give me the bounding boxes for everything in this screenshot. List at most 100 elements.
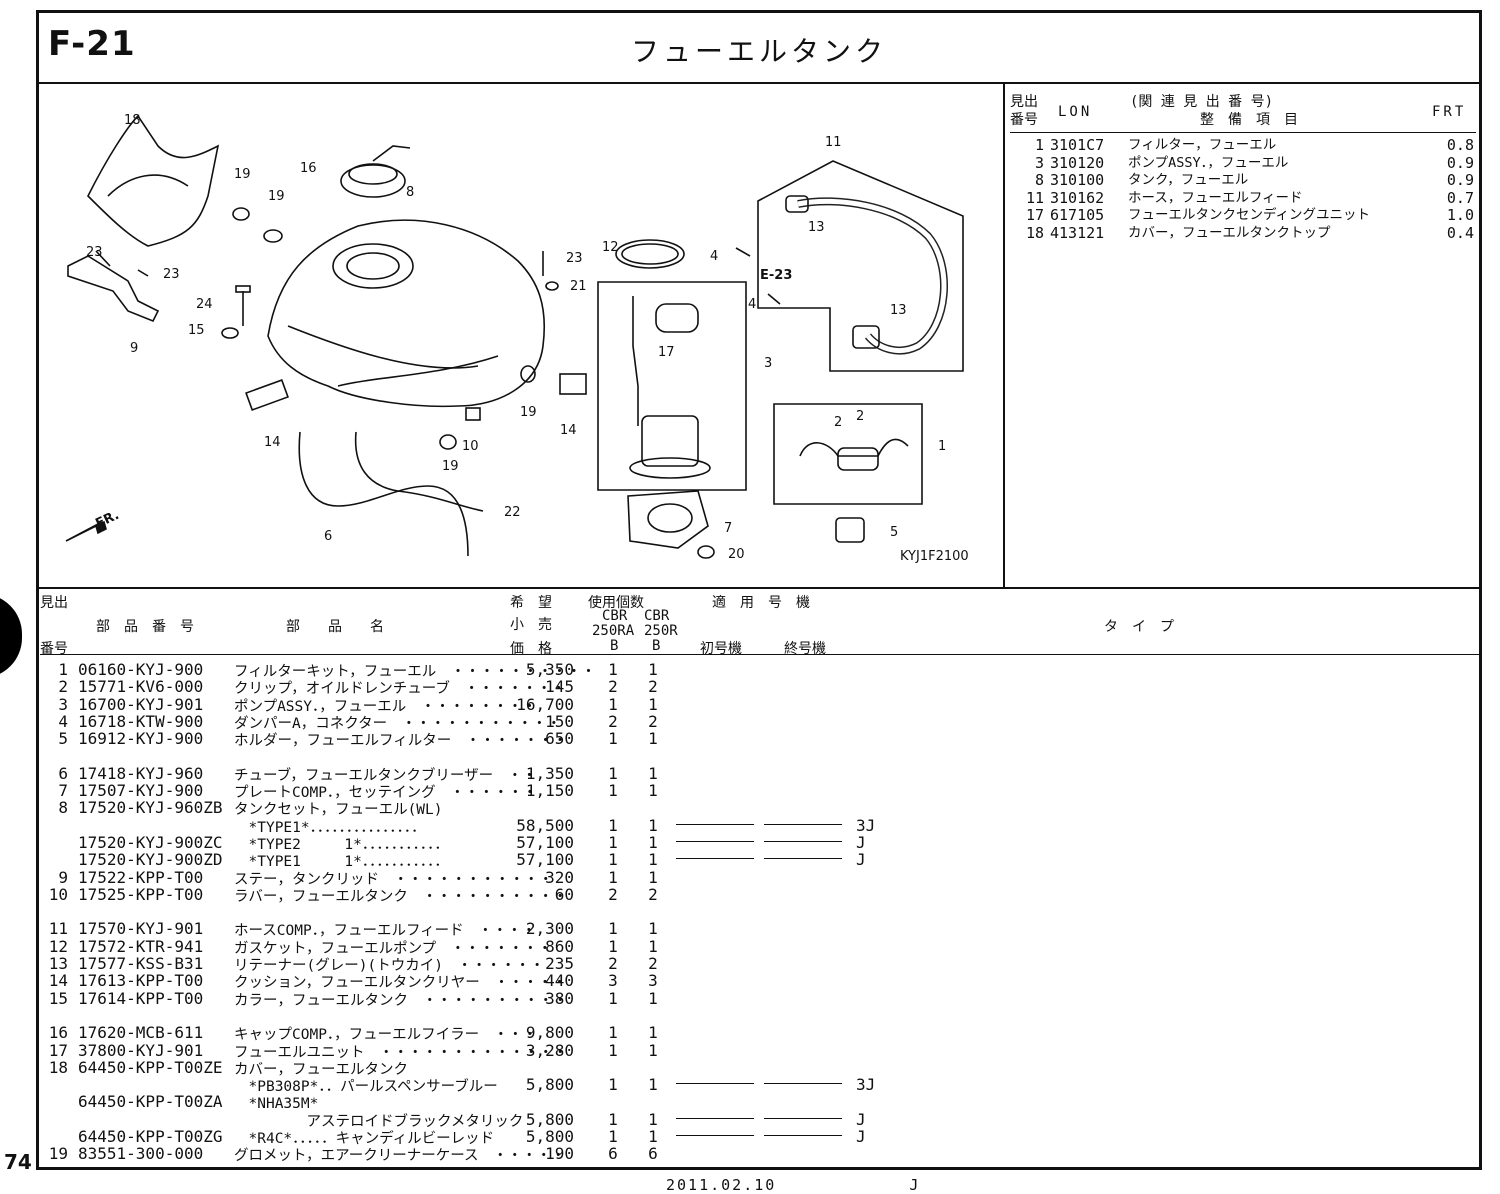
- callout-label: 23: [566, 251, 583, 266]
- callout-label: 13: [808, 220, 825, 235]
- ref-no: 4: [58, 711, 68, 731]
- qty-model1: 1: [608, 850, 618, 870]
- type-code: J: [856, 832, 866, 852]
- ref-no: 13: [48, 954, 68, 974]
- qty-model2: 1: [648, 815, 658, 835]
- part-number: 17520-KYJ-960ZB: [78, 798, 223, 818]
- part-name: フィルターキット，フューエル ・・・・・・・・・・: [234, 664, 596, 680]
- part-number: 06160-KYJ-900: [78, 660, 204, 679]
- price: 5,350: [525, 660, 574, 679]
- qty-model1: 1: [608, 1127, 618, 1147]
- last-unit-dash: [764, 1083, 842, 1085]
- ref-no: 17: [48, 1040, 68, 1060]
- qty-model1: 1: [608, 729, 618, 749]
- table-row: 64450-KPP-T00ZA *NHA35M*: [40, 1092, 940, 1112]
- last-unit-dash: [764, 840, 842, 842]
- ref-no: 18: [48, 1057, 68, 1077]
- section-code: F-21: [48, 24, 136, 64]
- callout-label: 20: [728, 547, 745, 562]
- qty-model2: 1: [648, 781, 658, 801]
- part-number: 17613-KPP-T00: [78, 971, 204, 991]
- ref-no: 7: [58, 781, 68, 801]
- divider-horizontal: [38, 587, 1480, 589]
- qty-model2: 1: [648, 763, 658, 783]
- lon-frt: 1.0: [1446, 206, 1474, 224]
- table-row: [40, 1006, 940, 1023]
- qty-model2: 1: [648, 988, 658, 1008]
- part-number: 17507-KYJ-900: [78, 781, 204, 801]
- type-code: J: [856, 1127, 866, 1147]
- lon-frt: 0.7: [1446, 188, 1474, 207]
- th-tekiyou: 適 用 号 機: [712, 595, 810, 611]
- price: 190: [545, 1144, 574, 1164]
- part-name: *TYPE1 1*．．．．．．．．．．．: [234, 854, 449, 871]
- price: 5,800: [525, 1127, 574, 1147]
- part-name: ラバー，フューエルタンク ・・・・・・・・・・: [234, 888, 568, 905]
- part-number: 17418-KYJ-960: [78, 763, 204, 783]
- part-number: 17570-KYJ-901: [78, 919, 204, 939]
- callout-label: 13: [890, 303, 907, 318]
- header-seibi: 整 備 項 目: [1200, 112, 1298, 128]
- footer: 2011.02.10 J: [666, 1176, 920, 1194]
- part-number: 37800-KYJ-901: [78, 1040, 204, 1060]
- parts-table-header: 見出 番号 部 品 番 号 部 品 名 希 望 小 売 価 格 使用個数 CBR…: [40, 592, 1480, 657]
- lon-ref-no: 1: [1034, 136, 1044, 154]
- part-name: *TYPE2 1*．．．．．．．．．．．: [234, 836, 449, 853]
- qty-model1: 1: [608, 815, 618, 835]
- th-kibou: 希 望: [510, 595, 552, 611]
- qty-model1: 1: [608, 936, 618, 956]
- callout-label: 9: [130, 341, 138, 356]
- qty-model1: 1: [608, 660, 618, 679]
- qty-model1: 1: [608, 763, 618, 783]
- price: 9,800: [525, 1023, 574, 1043]
- part-number: 17525-KPP-T00: [78, 884, 204, 904]
- ref-no: 5: [58, 729, 68, 749]
- qty-model1: 2: [608, 677, 618, 697]
- ref-no: 15: [48, 988, 68, 1008]
- page-title: フューエルタンク: [630, 35, 887, 68]
- table-row: 17520-KYJ-900ZC *TYPE2 1*．．．．．．．．．．．57,1…: [40, 832, 940, 853]
- price: 16,700: [516, 694, 574, 714]
- th-kouri: 小 売: [510, 617, 552, 633]
- callout-label: 10: [462, 439, 479, 454]
- last-unit-dash: [764, 858, 842, 860]
- price: 440: [545, 971, 574, 991]
- ref-no: 2: [58, 677, 68, 697]
- th-model2-line1: CBR: [644, 608, 670, 624]
- callout-label: 8: [406, 185, 414, 200]
- table-row: [40, 746, 940, 763]
- th-part-number: 部 品 番 号: [96, 619, 194, 635]
- price: 5,800: [525, 1075, 574, 1095]
- qty-model2: 1: [648, 1109, 658, 1129]
- part-name: *TYPE1*．．．．．．．．．．．．．．．: [234, 819, 426, 836]
- part-name: *R4C*．．．．．キャンディルビーレッド: [234, 1131, 495, 1148]
- callout-label: 18: [124, 113, 141, 128]
- qty-model2: 1: [648, 919, 658, 939]
- lon-code: 310100: [1050, 171, 1105, 189]
- section-tab-marker: [0, 594, 22, 678]
- first-unit-dash: [676, 823, 754, 825]
- qty-model2: 2: [648, 884, 658, 904]
- ref-no: 3: [58, 694, 68, 714]
- header-bangou: 番号: [1010, 112, 1038, 128]
- header-kanren: (関 連 見 出 番 号): [1130, 94, 1274, 110]
- th-usage-qty: 使用個数: [588, 595, 644, 611]
- price: 5,800: [525, 1109, 574, 1129]
- th-type: タ イ プ: [1104, 619, 1174, 635]
- callout-label: 4: [710, 249, 718, 264]
- callout-label: 19: [520, 405, 537, 420]
- ref-no: 19: [48, 1144, 68, 1164]
- lon-ref-no: 3: [1034, 153, 1044, 172]
